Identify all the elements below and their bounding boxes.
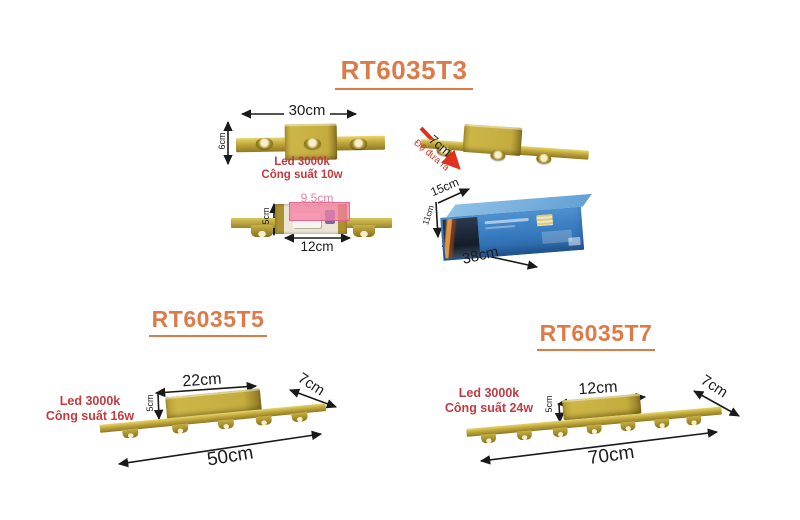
arrow-box-height — [432, 201, 443, 239]
package-logo — [568, 236, 581, 246]
box-depth-label: 15cm — [428, 174, 461, 200]
box-height-label: 11cm — [420, 203, 436, 227]
t3-backplate-label: 9,5cm — [300, 191, 334, 205]
package-text-line — [484, 217, 529, 225]
t3-back-mount — [353, 225, 375, 237]
t3-led-label: Led 3000k — [274, 156, 330, 168]
rt6035t5-title: RT6035T5 — [149, 306, 267, 337]
t7-center-height-label: 5cm — [544, 395, 554, 413]
t7-power-label: Công suất 24w — [444, 401, 534, 415]
led-spot — [586, 424, 603, 435]
t3-back-view — [231, 202, 393, 248]
led-spot — [685, 415, 702, 426]
t3-back-mount — [251, 225, 273, 237]
led-spot — [122, 428, 139, 439]
t5-center-width-label: 22cm — [181, 370, 223, 391]
t3-height-label: 6cm — [217, 132, 227, 150]
t5-center-height-label: 5cm — [145, 394, 155, 412]
led-spot — [490, 149, 506, 161]
led-spot — [620, 421, 636, 432]
t5-length-label: 50cm — [205, 442, 255, 471]
t3-spec-text: Led 3000k Công suất 10w — [240, 156, 364, 182]
t3-bracket-label: 12cm — [300, 239, 334, 254]
t5-power-label: Công suất 16w — [45, 409, 135, 423]
led-spot — [217, 419, 235, 430]
led-spot — [255, 415, 273, 426]
led-spot — [480, 433, 497, 444]
package-badge — [536, 214, 554, 227]
rt6035t3-title: RT6035T3 — [335, 55, 473, 90]
rt6035t7-title: RT6035T7 — [537, 320, 655, 351]
led-spot — [654, 418, 670, 429]
t7-center-width-label: 12cm — [577, 378, 619, 399]
t3-back-height-label: 5cm — [261, 207, 271, 225]
t3-back-highlight — [289, 202, 350, 221]
t5-spec-text: Led 3000k Công suất 16w — [38, 394, 142, 424]
led-spot — [291, 411, 309, 423]
t3-width-label: 30cm — [284, 102, 330, 119]
package-text-line — [485, 225, 516, 230]
led-spot — [171, 423, 189, 434]
led-spot — [516, 430, 533, 441]
t5-led-label: Led 3000k — [59, 394, 121, 408]
led-spot — [552, 427, 569, 438]
t7-spec-text: Led 3000k Công suất 24w — [436, 386, 542, 416]
t7-length-label: 70cm — [586, 441, 636, 470]
t3-power-label: Công suất 10w — [261, 169, 343, 181]
t7-led-label: Led 3000k — [458, 386, 520, 400]
led-spot — [535, 153, 552, 165]
